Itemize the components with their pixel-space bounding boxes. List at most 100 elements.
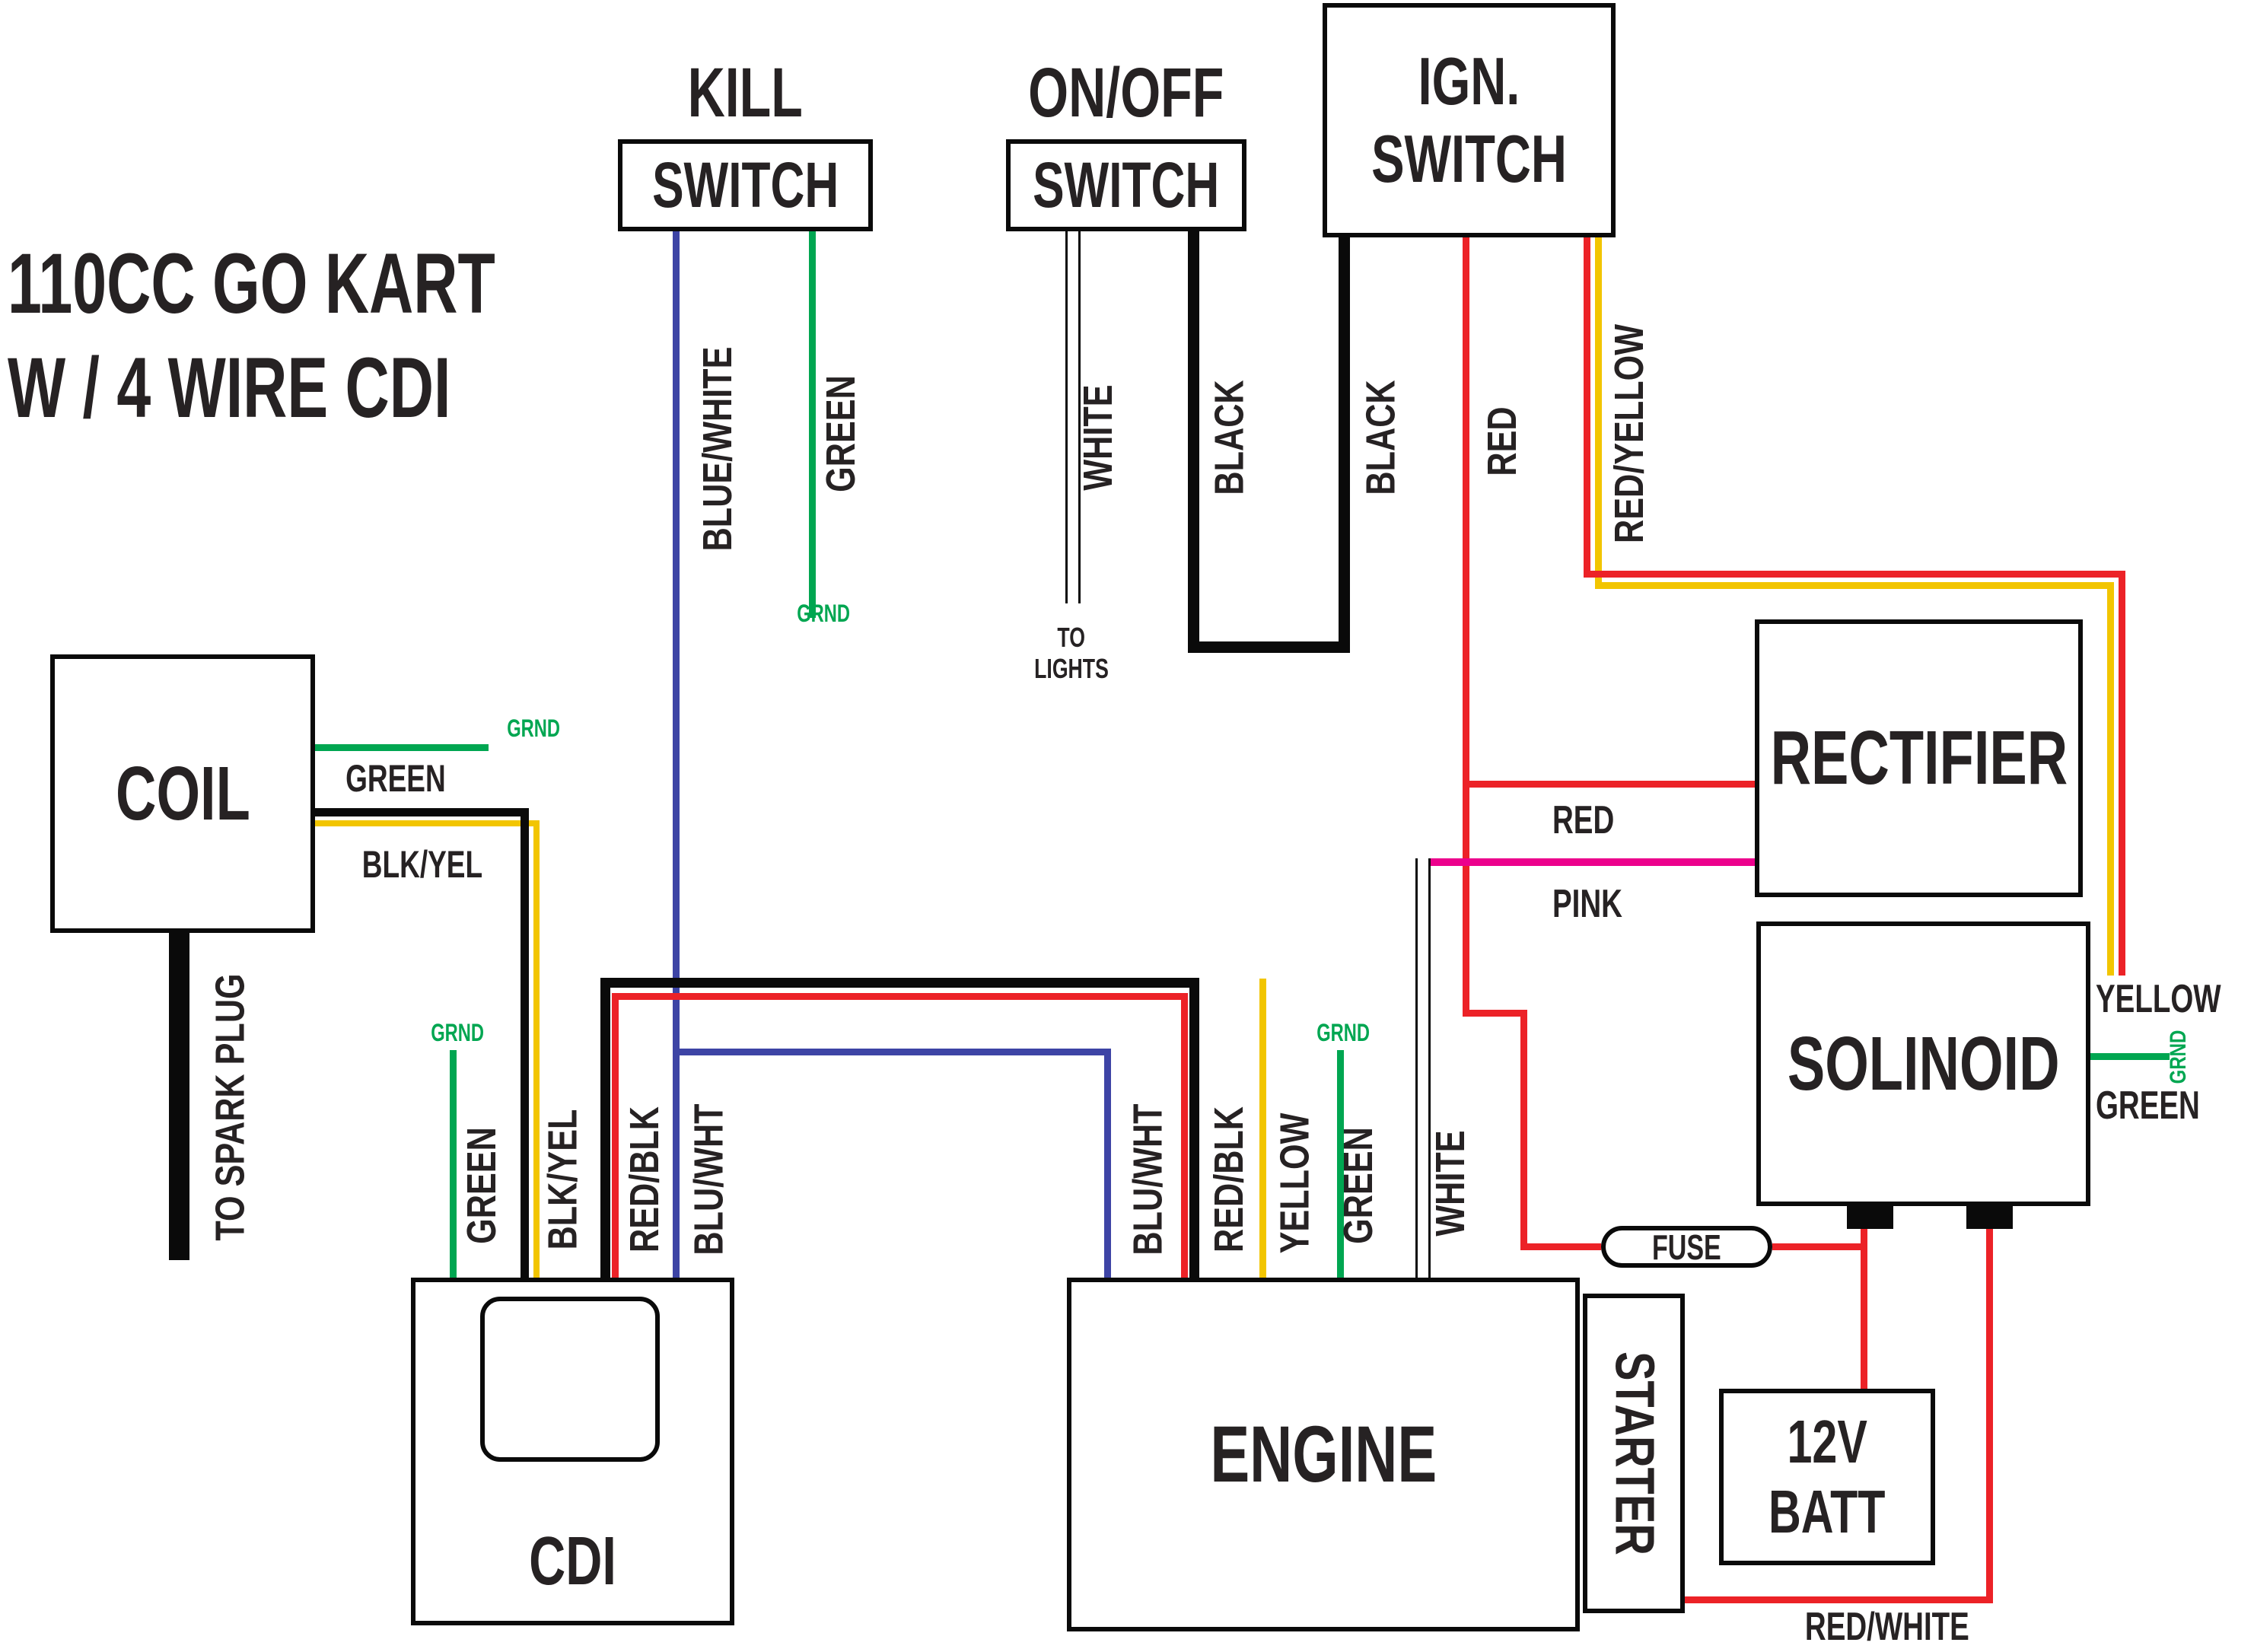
onoff-switch-caption: ON/OFF	[1028, 53, 1224, 132]
wire-red-fuse-to-solenoid	[1772, 1243, 1867, 1250]
label-black-onoff: BLACK	[1206, 380, 1253, 495]
rectifier-box: RECTIFIER	[1755, 619, 2083, 897]
wire-blue-white-engine-vertical	[1104, 1049, 1111, 1278]
wire-red-yellow-yellow-drop	[2107, 582, 2114, 976]
wire-red-yellow-yellow-vertical	[1595, 237, 1602, 589]
solenoid-terminal-right	[1966, 1202, 2013, 1229]
ignition-switch-line2: SWITCH	[1371, 121, 1567, 196]
wire-red-to-rectifier	[1463, 781, 1755, 788]
wire-red-yellow-red-horizontal	[1584, 571, 2125, 578]
engine-box: ENGINE	[1067, 1278, 1580, 1631]
diagram-title-line1: 110CC GO KART	[8, 236, 495, 331]
wire-green-solenoid-stub	[2090, 1053, 2170, 1060]
kill-switch-box: SWITCH	[618, 139, 873, 231]
label-pink-rectifier: PINK	[1552, 882, 1622, 926]
label-to-spark-plug: TO SPARK PLUG	[208, 973, 254, 1241]
wire-redblk-red-horizontal	[612, 993, 1188, 1000]
label-red-white: RED/WHITE	[1805, 1605, 1969, 1649]
diagram-title-line2: W / 4 WIRE CDI	[8, 339, 451, 435]
wire-redwhite-horizontal	[1682, 1596, 1993, 1603]
wire-blue-white-branch-horizontal	[673, 1049, 1111, 1055]
label-green-cdi: GREEN	[459, 1126, 505, 1244]
wire-red-to-fuse	[1520, 1243, 1601, 1250]
cdi-connector	[480, 1297, 660, 1462]
cdi-label: CDI	[529, 1523, 616, 1599]
wire-white-onoff-vertical	[1065, 231, 1081, 603]
wire-redwhite-vertical	[1986, 1218, 1993, 1603]
wire-blkyel-yellow-vertical	[533, 820, 540, 1278]
label-green-engine: GREEN	[1336, 1126, 1382, 1244]
wire-red-solenoid-battery-vertical	[1861, 1218, 1867, 1389]
wire-black-horizontal	[1188, 641, 1350, 653]
coil-label: COIL	[115, 750, 250, 836]
rectifier-label: RECTIFIER	[1770, 715, 2068, 801]
wire-red-yellow-red-drop	[2119, 571, 2125, 976]
wire-red-yellow-red-vertical	[1584, 237, 1590, 578]
label-grnd-cdi: GRND	[431, 1018, 484, 1046]
solenoid-label: SOLINOID	[1787, 1020, 2060, 1106]
label-white-onoff: WHITE	[1075, 384, 1122, 491]
onoff-switch-label: SWITCH	[1033, 149, 1220, 221]
label-blue-white: BLUE/WHITE	[695, 346, 741, 552]
kill-switch-caption: KILL	[687, 53, 804, 132]
wire-green-cdi-vertical	[450, 1050, 457, 1278]
starter-label: STARTER	[1603, 1351, 1664, 1555]
wire-redblk-black-horizontal	[600, 978, 1199, 988]
coil-box: COIL	[50, 654, 315, 933]
wire-green-kill-vertical	[809, 231, 816, 618]
label-blkyel-coil: BLK/YEL	[361, 843, 483, 886]
fuse-box: FUSE	[1601, 1226, 1772, 1268]
wire-redblk-red-engine-vertical	[1181, 993, 1188, 1278]
label-black-ign: BLACK	[1358, 380, 1404, 495]
wire-blue-white-kill-vertical	[673, 231, 680, 1278]
label-red-ign: RED	[1479, 406, 1526, 476]
wire-redblk-red-cdi-vertical	[612, 993, 619, 1278]
onoff-switch-box: SWITCH	[1006, 139, 1246, 231]
solenoid-box: SOLINOID	[1756, 921, 2090, 1206]
wire-redblk-black-cdi-vertical	[600, 978, 610, 1278]
starter-box: STARTER	[1583, 1294, 1685, 1613]
wire-red-jog-horizontal	[1463, 1010, 1527, 1017]
label-bluwht-cdi: BLU/WHT	[686, 1103, 731, 1256]
label-green-solenoid: GREEN	[2096, 1084, 2200, 1128]
label-redblk-cdi: RED/BLK	[622, 1106, 667, 1253]
diagram-title: 110CC GO KART W / 4 WIRE CDI	[8, 232, 685, 440]
label-grnd-kill: GRND	[797, 599, 850, 627]
label-bluwht-engine: BLU/WHT	[1125, 1103, 1170, 1256]
engine-label: ENGINE	[1210, 1409, 1437, 1499]
label-red-yellow: RED/YELLOW	[1606, 324, 1652, 543]
label-white-engine: WHITE	[1428, 1130, 1474, 1237]
label-green-kill: GREEN	[818, 375, 864, 492]
kill-switch-label: SWITCH	[651, 149, 839, 221]
label-yellow-solenoid: YELLOW	[2096, 977, 2221, 1021]
label-to-lights: TO LIGHTS	[1034, 621, 1109, 684]
wire-green-engine-vertical	[1337, 1050, 1344, 1278]
wire-red-yellow-yellow-horizontal	[1595, 582, 2114, 589]
label-green-coil: GREEN	[345, 757, 446, 800]
ignition-switch-box: IGN. SWITCH	[1323, 3, 1616, 237]
wire-pink-horizontal	[1417, 858, 1755, 866]
wire-yellow-engine-vertical	[1259, 979, 1266, 1278]
wire-blkyel-yellow-horizontal	[315, 820, 540, 826]
label-blkyel-cdi: BLK/YEL	[540, 1109, 586, 1250]
wire-white-engine-vertical	[1415, 858, 1431, 1278]
fuse-label: FUSE	[1652, 1227, 1721, 1267]
battery-line2: BATT	[1768, 1478, 1886, 1545]
solenoid-terminal-left	[1847, 1202, 1893, 1229]
label-grnd-engine: GRND	[1316, 1018, 1370, 1046]
wire-black-onoff-vertical	[1188, 231, 1199, 653]
wire-spark-plug-lead	[169, 933, 189, 1260]
wire-green-coil-horizontal	[315, 744, 489, 751]
wire-red-ign-vertical	[1463, 237, 1469, 1017]
cdi-box: CDI	[411, 1278, 734, 1625]
battery-box: 12V BATT	[1719, 1389, 1935, 1565]
wire-blkyel-black-vertical	[521, 808, 529, 1278]
battery-line1: 12V	[1787, 1408, 1867, 1475]
label-redblk-engine: RED/BLK	[1206, 1106, 1252, 1253]
ignition-switch-line1: IGN.	[1418, 43, 1520, 119]
label-red-rectifier: RED	[1552, 798, 1615, 842]
wire-red-jog-vertical	[1520, 1010, 1527, 1250]
wire-redblk-black-engine-vertical	[1189, 978, 1199, 1278]
wire-black-ign-vertical	[1339, 237, 1350, 653]
